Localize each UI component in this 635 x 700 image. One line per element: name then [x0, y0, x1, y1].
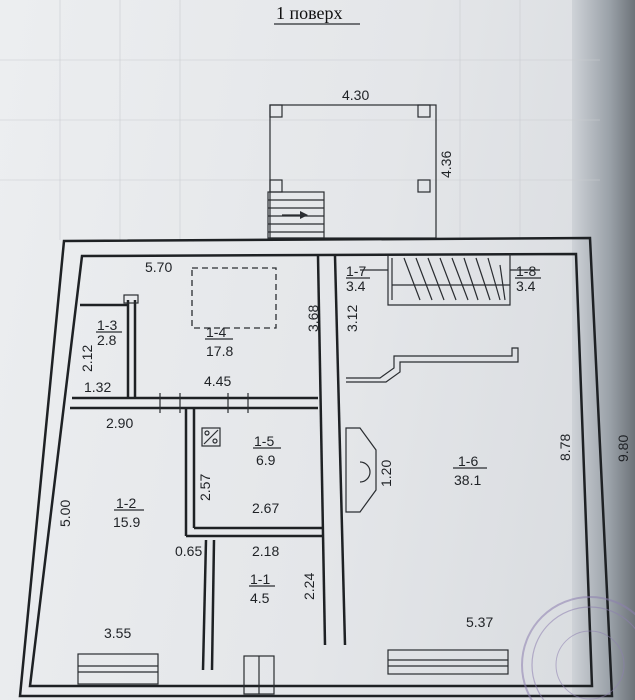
- dimension: 3.12: [344, 305, 360, 332]
- ceiling-opening: [191, 267, 277, 329]
- room-area: 15.9: [113, 514, 140, 530]
- room-labels: 1-3 2.8 1-4 17.8 1-5 6.9 1-2 15.9 1-1 4.…: [97, 263, 536, 606]
- porch-column: [417, 104, 431, 118]
- arrow-icon: [300, 211, 308, 219]
- dimension: 5.70: [145, 259, 172, 275]
- window: [387, 649, 509, 675]
- stove-icon: [201, 427, 221, 447]
- fireplace: [345, 427, 377, 513]
- room-id: 1-4: [206, 324, 226, 340]
- outer-walls: [18, 236, 614, 698]
- fireplace-opening: [359, 461, 371, 483]
- dimension: 2.24: [301, 573, 317, 600]
- dimension: 5.00: [57, 500, 73, 527]
- official-stamp: [521, 596, 635, 700]
- dimension: 2.12: [79, 345, 95, 372]
- porch-column: [269, 104, 283, 118]
- porch-column: [417, 179, 431, 193]
- room-area: 38.1: [454, 472, 481, 488]
- window: [77, 653, 159, 685]
- background-grid: [0, 0, 600, 240]
- room-id: 1-7: [346, 263, 366, 279]
- porch: [267, 104, 437, 239]
- room-id: 1-8: [516, 263, 536, 279]
- staircase: [360, 254, 540, 306]
- room-area: 3.4: [346, 278, 366, 294]
- dimension: 8.78: [557, 434, 573, 461]
- dimension: 2.67: [252, 500, 279, 516]
- room-area: 4.5: [250, 590, 270, 606]
- dimension: 5.37: [466, 614, 493, 630]
- dimension: 4.45: [204, 373, 231, 389]
- dimension-labels: 4.30 5.70 1.32 4.45 2.90 2.67 0.65 2.18 …: [84, 87, 493, 641]
- vertical-dimension-labels: 4.36 3.68 2.12 5.00 2.57 2.24 3.12 1.20 …: [57, 151, 631, 600]
- room-area: 17.8: [206, 343, 233, 359]
- porch-column: [269, 179, 283, 193]
- dimension: 1.32: [84, 379, 111, 395]
- plan-title: 1 поверх: [276, 3, 343, 23]
- dimension: 1.20: [378, 460, 394, 487]
- room-id: 1-5: [254, 433, 274, 449]
- dimension: 2.18: [252, 543, 279, 559]
- room-id: 1-2: [116, 495, 136, 511]
- dimension: 3.55: [104, 625, 131, 641]
- room-area: 2.8: [97, 332, 117, 348]
- dimension: 2.57: [197, 474, 213, 501]
- room-fraction-lines: [96, 277, 541, 587]
- page-edge-shadow: [572, 0, 635, 700]
- room-area: 3.4: [516, 278, 536, 294]
- room-id: 1-1: [250, 571, 270, 587]
- dimension: 0.65: [175, 543, 202, 559]
- room-area: 6.9: [256, 452, 276, 468]
- room-id: 1-6: [458, 453, 478, 469]
- interior-walls: [70, 255, 347, 671]
- porch-depth: 4.36: [438, 151, 454, 178]
- dimension: 2.90: [106, 415, 133, 431]
- porch-width: 4.30: [342, 87, 369, 103]
- pipe-fixture: [346, 347, 519, 383]
- porch-outline: [269, 104, 437, 239]
- dimension: 3.68: [305, 305, 321, 332]
- windows: [77, 649, 509, 695]
- porch-steps: [267, 191, 325, 239]
- dimension: 9.80: [615, 435, 631, 462]
- room-id: 1-3: [97, 317, 117, 333]
